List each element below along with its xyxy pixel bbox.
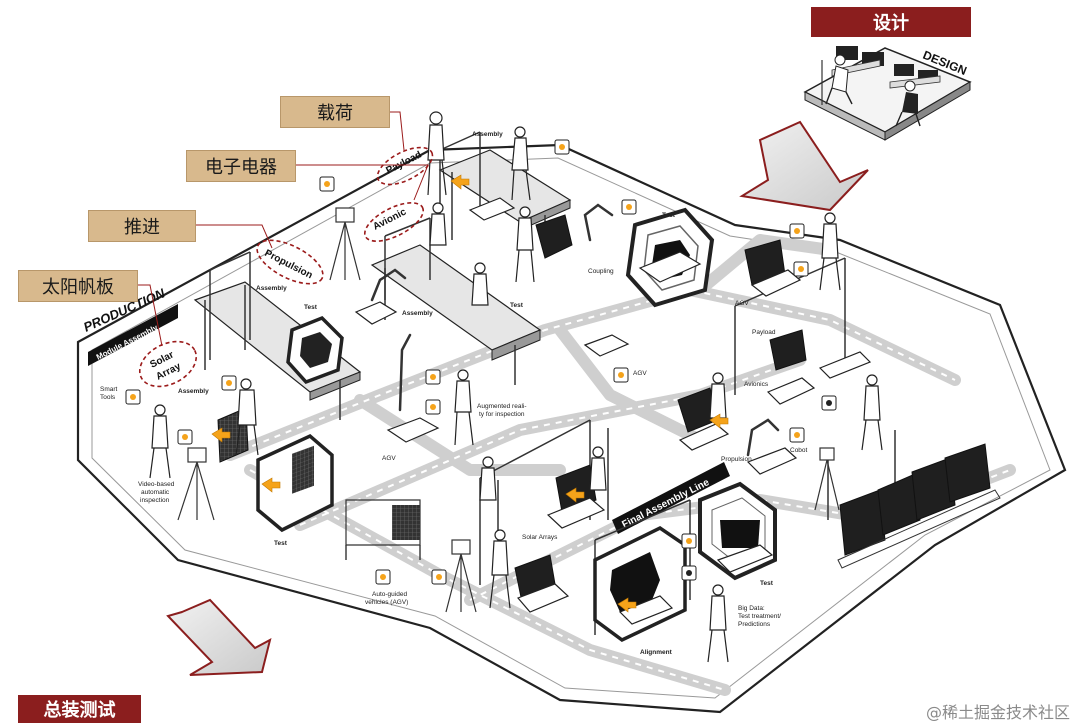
station-assembly-top: Assembly [472, 131, 503, 138]
label-propulsion-cn: 推进 [88, 210, 196, 242]
station-bigdata-2: Test treatment/ [738, 613, 781, 620]
spacecraft-modules [514, 214, 991, 603]
factory-floor [76, 143, 1067, 714]
station-propulsion-right: Propulsion [721, 456, 752, 463]
station-cobot: Cobot [790, 447, 808, 454]
station-video-3: inspection [140, 497, 170, 504]
station-video-1: Video-based [138, 481, 175, 488]
label-avionics-cn: 电子电器 [186, 150, 296, 182]
test-chamber-bottom [698, 481, 777, 581]
station-auto-2: vehicles (AGV) [365, 599, 409, 606]
tripod-cameras [177, 207, 840, 613]
station-augmented-1: Augmented reali- [477, 403, 527, 410]
watermark: @稀土掘金技术社区 [925, 703, 1070, 722]
test-chamber-mid [286, 315, 344, 385]
design-office: DESIGN [803, 46, 972, 141]
label-final-assembly-test-cn: 总装测试 [18, 695, 141, 723]
station-agv-left: AGV [382, 455, 396, 462]
label-payload-cn: 载荷 [280, 96, 390, 128]
robot-arms [370, 203, 780, 457]
label-design-cn: 设计 [811, 7, 971, 37]
station-alignment: Alignment [640, 649, 672, 656]
station-test-left: Test [274, 540, 287, 547]
station-assembly-small: Assembly [402, 310, 433, 317]
station-bigdata-1: Big Data: [738, 605, 765, 612]
station-assembly-mid: Assembly [256, 285, 287, 292]
station-test-mid-2: Test [510, 302, 523, 309]
workers [149, 111, 883, 663]
label-solar-array-cn: 太阳帆板 [18, 270, 138, 302]
station-assembly-left: Assembly [178, 388, 209, 395]
test-chamber-left [256, 433, 334, 533]
solar-panel-table [345, 499, 421, 560]
station-avionics-right: Avionics [744, 381, 769, 388]
callout-lines [138, 111, 429, 347]
station-smart-tools-1: Smart [100, 386, 118, 393]
flow-arrow-design-to-production [739, 120, 869, 212]
station-smart-tools-2: Tools [100, 394, 116, 401]
station-augmented-2: ty for inspection [479, 411, 525, 418]
agv-vehicles [354, 197, 872, 625]
station-auto-1: Auto-guided [372, 591, 408, 598]
flow-arrow-production-to-test [166, 598, 272, 676]
station-payload-right: Payload [752, 329, 776, 336]
module-tag-ovals [138, 146, 434, 388]
station-test-top-right: Test [662, 212, 675, 219]
station-bigdata-3: Predictions [738, 621, 771, 628]
station-test-bottom: Test [760, 580, 773, 587]
station-video-2: automatic [141, 489, 170, 496]
sensor-icons [125, 139, 837, 585]
station-agv-right: AGV [735, 300, 749, 307]
station-test-mid-1: Test [304, 304, 317, 311]
rack-frame [837, 489, 1001, 569]
station-coupling: Coupling [588, 268, 614, 275]
station-agv-center: AGV [633, 370, 647, 377]
station-solar-arrays: Solar Arrays [522, 534, 558, 541]
orange-highlights [211, 174, 729, 613]
